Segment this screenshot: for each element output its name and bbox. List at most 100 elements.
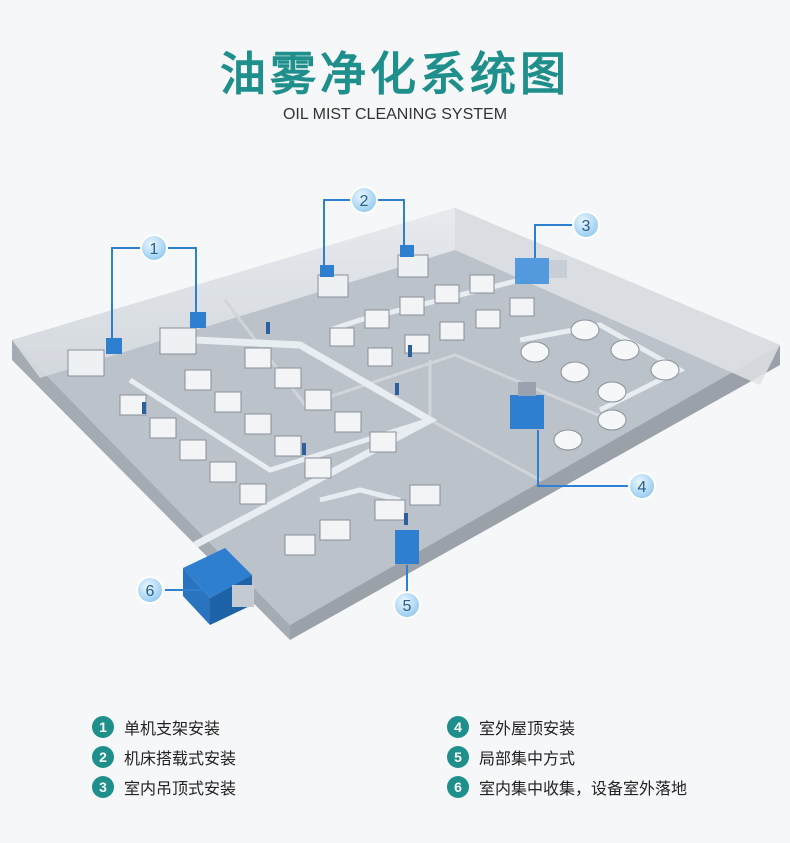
machine-group-front [284, 484, 441, 556]
legend-item: 6 室内集中收集，设备室外落地 [447, 772, 687, 802]
leader-4 [537, 430, 628, 487]
machine [184, 369, 212, 391]
legend-item: 2 机床搭载式安装 [92, 742, 236, 772]
machine [304, 389, 332, 411]
machine [560, 361, 590, 383]
callout-6-label: 6 [146, 583, 155, 600]
duct-branch-d [319, 487, 401, 503]
machine [304, 457, 332, 479]
machine [274, 435, 302, 457]
legend-right: 4 室外屋顶安装 5 局部集中方式 6 室内集中收集，设备室外落地 [447, 712, 687, 802]
fan-housing [518, 382, 536, 396]
machine [317, 274, 349, 298]
fan-housing [549, 260, 567, 278]
leader-2a [323, 199, 350, 267]
machine [570, 319, 600, 341]
local-collector-unit [395, 530, 419, 564]
machine [364, 309, 390, 329]
machine [239, 483, 267, 505]
legend-text: 局部集中方式 [479, 749, 576, 768]
machine [469, 274, 495, 294]
legend-badge: 4 [447, 716, 469, 738]
machine-group-right [520, 319, 680, 451]
purifier-unit [510, 395, 544, 429]
machine [284, 534, 316, 556]
leader-2b [378, 199, 405, 247]
legend-text: 单机支架安装 [124, 719, 221, 738]
main-duct [193, 336, 438, 549]
machine [244, 347, 272, 369]
purifier-unit [106, 338, 122, 354]
callout-leaders [111, 199, 628, 592]
callout-4-label: 4 [638, 479, 647, 496]
machine [399, 296, 425, 316]
machine-mounted-units [317, 245, 429, 298]
legend-badge: 3 [92, 776, 114, 798]
machine [329, 327, 355, 347]
callout-3-label: 3 [582, 218, 591, 235]
machine [334, 411, 362, 433]
legend-item: 5 局部集中方式 [447, 742, 687, 772]
machine [475, 309, 501, 329]
legend-item: 3 室内吊顶式安装 [92, 772, 236, 802]
machine [650, 359, 680, 381]
callout-5-label: 5 [403, 598, 412, 615]
machine [149, 417, 177, 439]
machine [179, 439, 207, 461]
legend-text: 室内吊顶式安装 [124, 779, 237, 798]
outdoor-central-unit [183, 548, 254, 625]
machine [214, 391, 242, 413]
callout-2-label: 2 [360, 193, 369, 210]
duct-branch-c [519, 322, 686, 413]
machine [67, 349, 105, 377]
purifier-unit [320, 265, 334, 277]
machine [319, 519, 351, 541]
factory-floor-front-right [290, 345, 780, 640]
machine [274, 367, 302, 389]
callout-5: 5 [393, 591, 421, 619]
leader-3 [534, 224, 572, 258]
legend-badge: 6 [447, 776, 469, 798]
back-wall-right [455, 208, 780, 385]
machine [597, 409, 627, 431]
machine [159, 327, 197, 355]
back-wall-left [12, 208, 455, 378]
legend-text: 室外屋顶安装 [479, 719, 576, 738]
machine [409, 484, 441, 506]
leader-1b [168, 247, 197, 314]
leader-1a [111, 247, 140, 342]
machine [244, 413, 272, 435]
machine [553, 429, 583, 451]
page-title: 油雾净化系统图 [220, 47, 570, 101]
machine-group-center [329, 274, 535, 367]
purifier-stand-units [67, 312, 206, 377]
legend-text: 室内集中收集，设备室外落地 [479, 779, 688, 798]
purifier-unit [400, 245, 414, 257]
roof-purifier [510, 382, 544, 429]
machine [520, 341, 550, 363]
machine [597, 381, 627, 403]
legend-item: 4 室外屋顶安装 [447, 712, 687, 742]
legend-badge: 5 [447, 746, 469, 768]
machine [610, 339, 640, 361]
machine [434, 284, 460, 304]
machine [367, 347, 393, 367]
callout-1: 1 [140, 234, 168, 262]
callout-3: 3 [572, 211, 600, 239]
legend-badge: 2 [92, 746, 114, 768]
purifier-unit [515, 258, 549, 284]
machine [374, 499, 406, 521]
machine [209, 461, 237, 483]
legend-item: 1 单机支架安装 [92, 712, 236, 742]
callout-1-label: 1 [150, 241, 159, 258]
legend-text: 机床搭载式安装 [124, 749, 237, 768]
page-subtitle: OIL MIST CLEANING SYSTEM [282, 106, 508, 123]
machine-group-left [119, 347, 397, 505]
ceiling-purifier [515, 258, 567, 284]
callout-4: 4 [628, 472, 656, 500]
machine [369, 431, 397, 453]
callout-2: 2 [350, 186, 378, 214]
machine [397, 254, 429, 278]
callout-6: 6 [136, 576, 164, 604]
